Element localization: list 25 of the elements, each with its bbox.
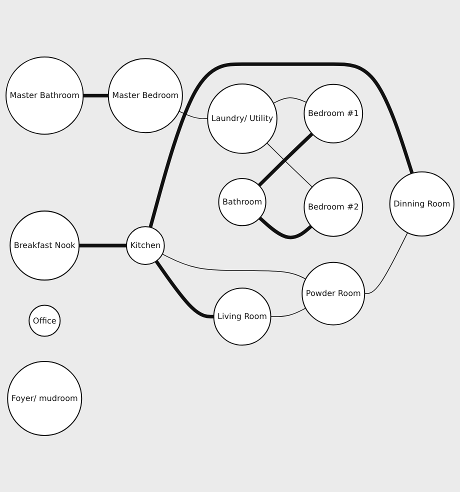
node-circle: Dinning Room [389, 171, 454, 236]
node-circle: Bedroom #1 [304, 84, 364, 144]
node-circle: Foyer/ mudroom [7, 360, 82, 436]
node-circle: Office [28, 304, 61, 337]
node-circle: Bedroom #2 [304, 177, 364, 237]
connector [258, 132, 314, 186]
node-circle: Bathroom [218, 178, 266, 226]
connector [272, 97, 307, 104]
connector [270, 308, 306, 317]
connector [154, 260, 214, 318]
node-circle: Master Bathroom [6, 56, 84, 134]
connector [148, 62, 414, 228]
connector [266, 142, 313, 188]
node-circle: Laundry/ Utility [207, 83, 278, 154]
node-circle: Living Room [213, 287, 272, 346]
connector [178, 110, 208, 119]
connector [83, 94, 108, 98]
connector [258, 216, 312, 239]
node-circle: Master Bedroom [108, 58, 183, 133]
connector [364, 232, 408, 294]
node-circle: Powder Room [302, 262, 366, 326]
node-circle: Breakfast Nook [10, 210, 80, 280]
connector [162, 253, 306, 280]
connector [79, 244, 126, 248]
node-circle: Kitchen [126, 226, 165, 265]
